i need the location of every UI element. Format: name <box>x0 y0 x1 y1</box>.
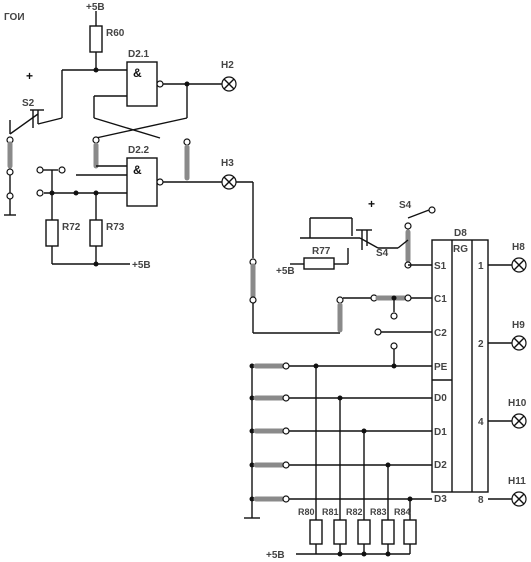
gate-label-d2-2: D2.2 <box>128 145 150 156</box>
resistor-label-r73: R73 <box>106 222 125 233</box>
supply-label-bottom-left: +5B <box>132 260 151 271</box>
register-input-pe: PE <box>434 362 448 373</box>
gate-d2-1 <box>126 61 158 107</box>
register-input-d2: D2 <box>434 460 447 471</box>
gate-inversion-d2-1 <box>156 80 164 88</box>
resistor-label-r80: R80 <box>298 507 315 517</box>
resistor-label-r84: R84 <box>394 507 411 517</box>
lamp-label-h11: H11 <box>508 476 526 487</box>
plus-sign-left: + <box>26 69 33 83</box>
gate-d2-2 <box>126 157 158 207</box>
resistor-r81 <box>333 519 347 545</box>
lamp-label-h3: H3 <box>221 158 234 169</box>
resistor-label-r83: R83 <box>370 507 387 517</box>
register-d8 <box>431 239 489 493</box>
supply-label-r77: +5B <box>276 266 295 277</box>
switch-label-s2: S2 <box>22 98 35 109</box>
lamp-label-h8: H8 <box>512 242 525 253</box>
resistor-label-r82: R82 <box>346 507 363 517</box>
resistor-r72 <box>45 219 59 247</box>
plus-sign-right: + <box>368 197 375 211</box>
resistor-r83 <box>381 519 395 545</box>
register-input-c2: C2 <box>434 328 447 339</box>
switch-label-s4: S4 <box>376 248 389 259</box>
resistor-r73 <box>89 219 103 247</box>
supply-label-bottom: +5B <box>266 550 285 561</box>
supply-label-top: +5B <box>86 2 105 13</box>
resistor-label-r77: R77 <box>312 246 331 257</box>
register-input-d0: D0 <box>434 393 447 404</box>
register-input-s1: S1 <box>434 261 447 272</box>
resistor-r82 <box>357 519 371 545</box>
resistor-r84 <box>403 519 417 545</box>
resistor-r80 <box>309 519 323 545</box>
register-output-4: 4 <box>478 417 484 428</box>
resistor-label-r60: R60 <box>106 28 125 39</box>
switch-s2[interactable] <box>9 109 63 135</box>
register-output-2: 2 <box>478 339 484 350</box>
gate-symbol-d2-2: & <box>133 163 142 177</box>
gate-inversion-d2-2 <box>156 178 164 186</box>
lamp-label-h10: H10 <box>508 398 527 409</box>
gate-symbol-d2-1: & <box>133 66 142 80</box>
resistor-r60 <box>89 25 103 53</box>
resistor-label-r81: R81 <box>322 507 339 517</box>
register-ref: D8 <box>454 228 467 239</box>
resistor-label-r72: R72 <box>62 222 81 233</box>
switch-label-s4-top: S4 <box>399 200 412 211</box>
register-input-d3: D3 <box>434 494 447 505</box>
lamp-label-h2: H2 <box>221 60 234 71</box>
gate-label-d2-1: D2.1 <box>128 49 150 60</box>
register-type: RG <box>453 244 468 255</box>
register-output-8: 8 <box>478 495 484 506</box>
register-input-d1: D1 <box>434 427 447 438</box>
resistor-r77 <box>303 257 335 270</box>
register-output-1: 1 <box>478 261 484 272</box>
register-input-c1: C1 <box>434 294 447 305</box>
lamp-label-h9: H9 <box>512 320 525 331</box>
schematic-title: ГОИ <box>4 12 25 23</box>
switch-s4[interactable] <box>356 229 379 250</box>
